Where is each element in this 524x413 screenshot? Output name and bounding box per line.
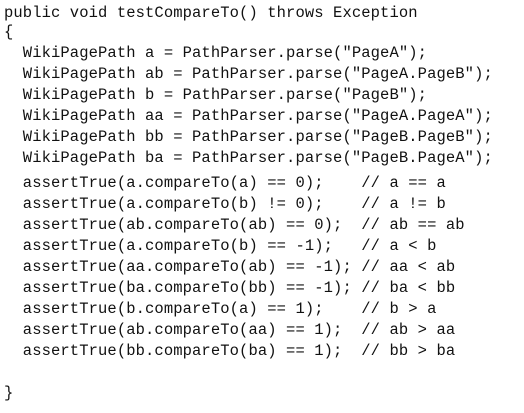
assertion-line: assertTrue(aa.compareTo(ab) == -1); // a… <box>4 258 456 276</box>
assertion-line: assertTrue(bb.compareTo(ba) == 1); // bb… <box>4 342 456 360</box>
declaration-line: WikiPagePath ba = PathParser.parse("Page… <box>4 149 493 167</box>
assertion-line: assertTrue(a.compareTo(a) == 0); // a ==… <box>4 174 446 192</box>
declaration-line: WikiPagePath b = PathParser.parse("PageB… <box>4 86 428 104</box>
open-brace: { <box>4 23 14 41</box>
assertion-line: assertTrue(a.compareTo(b) == -1); // a <… <box>4 237 437 255</box>
assertion-line: assertTrue(b.compareTo(a) == 1); // b > … <box>4 300 437 318</box>
assertion-line: assertTrue(ab.compareTo(ab) == 0); // ab… <box>4 216 465 234</box>
assertion-line: assertTrue(ba.compareTo(bb) == -1); // b… <box>4 279 456 297</box>
declaration-line: WikiPagePath aa = PathParser.parse("Page… <box>4 107 493 125</box>
declaration-line: WikiPagePath bb = PathParser.parse("Page… <box>4 128 493 146</box>
close-brace: } <box>4 384 14 402</box>
declaration-line: WikiPagePath ab = PathParser.parse("Page… <box>4 65 493 83</box>
assertion-line: assertTrue(a.compareTo(b) != 0); // a !=… <box>4 195 446 213</box>
declaration-line: WikiPagePath a = PathParser.parse("PageA… <box>4 44 428 62</box>
method-signature: public void testCompareTo() throws Excep… <box>4 4 418 22</box>
assertion-line: assertTrue(ab.compareTo(aa) == 1); // ab… <box>4 321 456 339</box>
